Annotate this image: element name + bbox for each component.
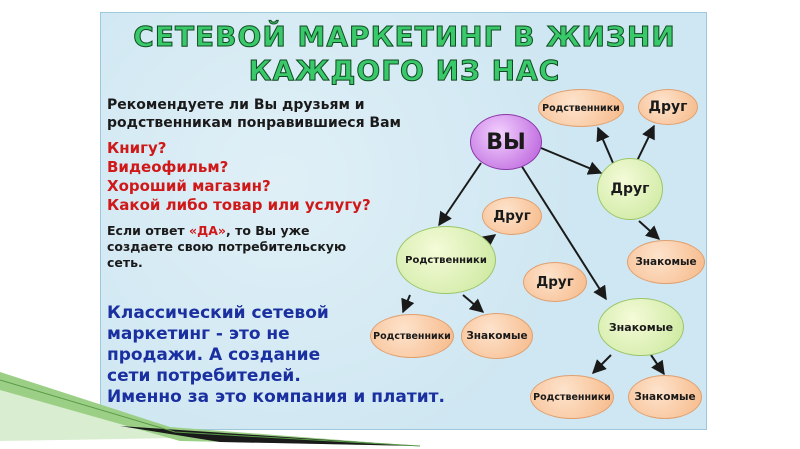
node-acquaint-bottom: Знакомые [628,375,702,419]
question-line-2: родственникам понравившиеся Вам [107,115,401,131]
edge-acquaint-hub-acquaint-bottom [650,354,665,376]
item-product: Какой либо товар или услугу? [107,196,371,214]
title-line-1: СЕТЕВОЙ МАРКЕТИНГ В ЖИЗНИ [133,20,676,53]
node-you: ВЫ [470,114,542,170]
edge-friend-mid-relatives-top [596,126,614,164]
node-friend-left: Друг [482,197,542,235]
answer-suffix: , то Вы уже [226,223,310,238]
item-video: Видеофильм? [107,158,229,176]
slide: СЕТЕВОЙ МАРКЕТИНГ В ЖИЗНИ КАЖДОГО ИЗ НАС… [100,12,707,430]
edge-friend-mid-friend-top [635,124,655,164]
edge-you-acquaint-hub [520,164,607,301]
title-line-2: КАЖДОГО ИЗ НАС [248,54,561,87]
node-friend-mid: Друг [597,158,663,220]
item-book: Книгу? [107,139,167,157]
node-acquaint-right: Знакомые [627,240,705,284]
edge-you-relatives-mid [438,162,482,227]
item-shop: Хороший магазин? [107,177,271,195]
edge-you-friend-mid [540,147,603,175]
node-relatives-mid: Родственники [396,226,496,294]
answer-prefix: Если ответ [107,223,190,238]
answer-line-1: Если ответ «ДА», то Вы уже [107,223,310,239]
answer-line-2: создаете свою потребительскую [107,239,347,254]
node-acquaint-hub: Знакомые [598,298,684,356]
node-friend-center: Друг [523,262,587,302]
node-relatives-low: Родственники [370,314,454,358]
node-relatives-bottom: Родственники [530,375,614,419]
edge-friend-mid-acquaint-right [638,220,661,240]
edge-acquaint-hub-relatives-bottom [592,354,612,374]
conclusion-line-2: маркетинг - это не [107,324,290,344]
node-relatives-top: Родственники [538,89,624,127]
answer-highlight: «ДА» [189,223,226,238]
conclusion-line-1: Классический сетевой [107,303,329,323]
network-edges [401,124,665,376]
node-acquaint-low: Знакомые [461,313,533,359]
edge-relatives-mid-relatives-low [401,294,415,314]
edge-relatives-mid-acquaint-low [462,294,485,313]
answer-line-3: сеть. [107,255,143,270]
node-friend-top: Друг [638,89,698,125]
question-line-1: Рекомендуете ли Вы друзьям и [107,97,365,113]
conclusion-line-3: продажи. А создание [107,345,321,365]
